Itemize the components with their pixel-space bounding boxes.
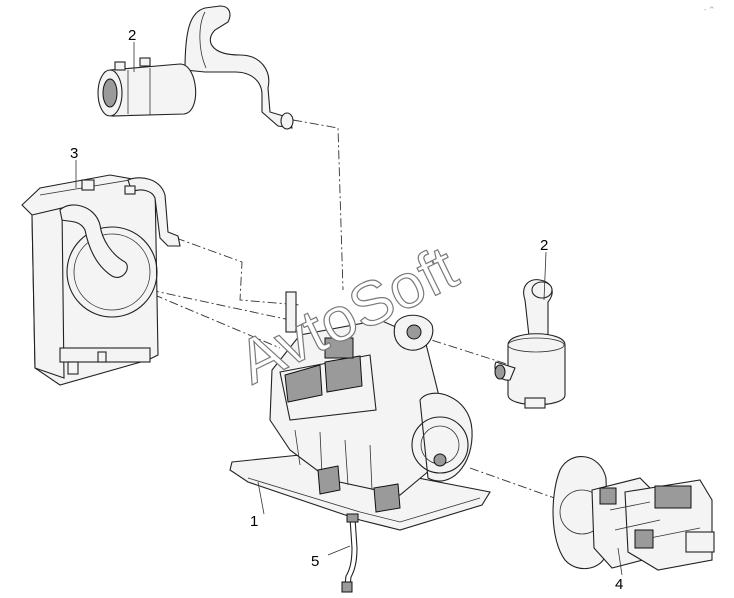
radiator bbox=[21, 174, 181, 386]
hydraulic-pump bbox=[552, 456, 715, 571]
corner-mark: - ^ bbox=[704, 6, 715, 14]
callout-5: 5 bbox=[311, 553, 319, 570]
exhaust-muffler-top bbox=[97, 5, 294, 130]
hose bbox=[341, 513, 359, 593]
callout-3: 3 bbox=[70, 145, 78, 162]
callout-4: 4 bbox=[615, 576, 623, 593]
callout-2-top: 2 bbox=[128, 27, 136, 44]
callout-leaders bbox=[75, 42, 623, 576]
engine-assembly bbox=[229, 291, 491, 531]
callout-2-right: 2 bbox=[540, 237, 548, 254]
exhaust-muffler-right bbox=[494, 279, 566, 409]
callout-1: 1 bbox=[250, 513, 258, 530]
